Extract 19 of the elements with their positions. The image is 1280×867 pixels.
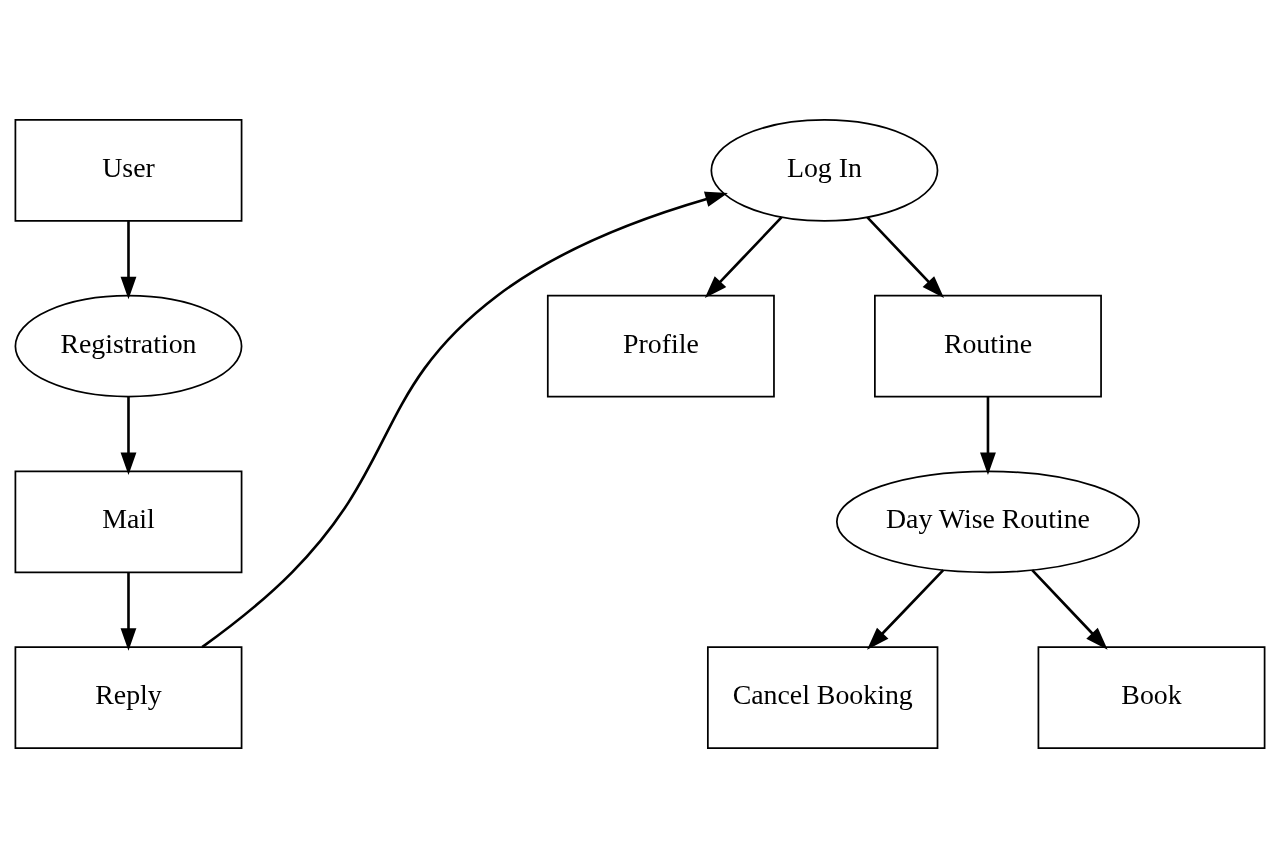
arrow [1031,568,1108,650]
arrow [704,216,783,298]
node-box: Cancel Booking [707,645,939,749]
arrow [120,220,137,299]
node-box: Profile [546,294,775,397]
node-box: Reply [14,645,243,749]
node-ellipse: Registration [14,294,243,397]
node-box: Book [1037,645,1266,749]
arrow [866,216,944,298]
node-ellipse: Day Wise Routine [836,470,1140,573]
arrow [980,396,996,475]
node-box: Mail [14,470,243,573]
arrow [867,568,945,650]
node-box: User [14,118,243,222]
node-ellipse: Log In [710,118,939,222]
arrow [201,191,728,648]
node-box: Routine [874,294,1102,397]
arrow [120,396,137,475]
arrow [120,572,137,651]
